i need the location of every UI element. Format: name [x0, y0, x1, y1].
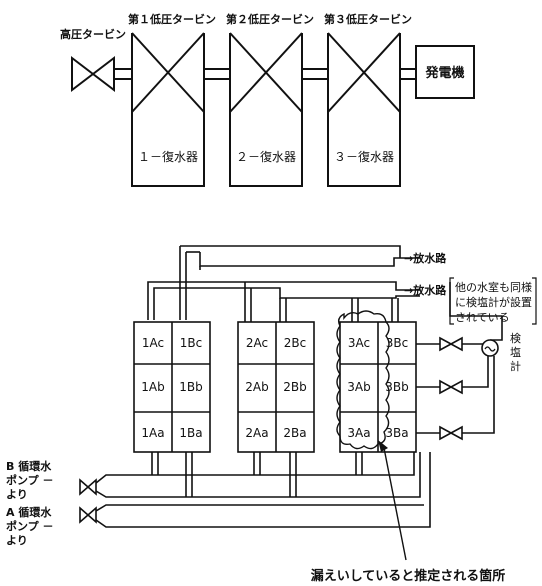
- lp2-turbine-symbol: [229, 32, 303, 113]
- lp1-turbine-symbol: [131, 32, 205, 113]
- pump-inlet-valves: [79, 478, 97, 524]
- condenser-3-label: ３－復水器: [334, 149, 394, 164]
- salinometer-label-2: 塩: [510, 345, 521, 359]
- cell-label: 1Ba: [179, 426, 202, 440]
- pipe: [95, 504, 424, 512]
- hp-turbine-label: 高圧タービン: [60, 27, 126, 41]
- cell-label: 1Aa: [141, 426, 164, 440]
- cell-label: 3Aa: [347, 426, 370, 440]
- water-box-cell-labels: 1Ac 1Bc 1Ab 1Bb 1Aa 1Ba 2Ac 2Bc 2Ab 2Bb …: [141, 336, 408, 440]
- cell-label: 3Bb: [385, 380, 408, 394]
- a-pump-label-3: より: [6, 534, 28, 547]
- condenser-2-box: [229, 112, 303, 187]
- condenser-1-box: [131, 112, 205, 187]
- cell-label: 3Ba: [385, 426, 408, 440]
- lp2-turbine-label: 第２低圧タービン: [226, 12, 314, 26]
- cell-label: 3Ab: [347, 380, 370, 394]
- sampling-valves: [439, 336, 463, 441]
- note-line-3: されている: [455, 311, 510, 324]
- a-pump-label-1: A 循環水: [6, 505, 52, 519]
- salinometer-label-1: 検: [510, 331, 521, 345]
- leak-area-outline: [336, 310, 390, 450]
- valve-icon: [79, 478, 97, 496]
- cell-label: 1Bb: [179, 380, 202, 394]
- note-line-1: 他の水室も同様: [455, 280, 532, 294]
- salinometer-label-3: 計: [510, 359, 521, 373]
- condenser-1-label: １－復水器: [138, 149, 198, 164]
- valve-icon: [79, 506, 97, 524]
- shaft-coupling: [113, 68, 133, 80]
- turbine-train: [71, 32, 475, 187]
- condenser-2-label: ２－復水器: [236, 149, 296, 164]
- cell-label: 3Ac: [348, 336, 370, 350]
- pipe: [95, 452, 415, 484]
- discharge-outlet-upper: →放水路: [404, 251, 447, 265]
- cell-label: 1Ab: [141, 380, 164, 394]
- water-box-groups: [133, 321, 417, 453]
- leak-pointer-arrowhead: [378, 440, 388, 452]
- pipe: [199, 252, 420, 267]
- salinometer-icon: [481, 339, 499, 357]
- a-pump-label-2: ポンプ －: [6, 519, 54, 533]
- condenser-3-box: [327, 112, 401, 187]
- cell-label: 2Bb: [283, 380, 306, 394]
- discharge-outlet-lower: →放水路: [404, 283, 447, 297]
- lp3-turbine-symbol: [327, 32, 401, 113]
- cell-label: 2Ba: [283, 426, 306, 440]
- shaft-coupling: [301, 68, 329, 80]
- valve-icon: [439, 336, 463, 352]
- pipe: [95, 452, 431, 528]
- lp1-turbine-label: 第１低圧タービン: [128, 12, 216, 26]
- pipe: [147, 281, 420, 320]
- leak-pointer-line: [383, 447, 407, 561]
- pipe: [153, 287, 420, 320]
- cell-label: 1Bc: [180, 336, 202, 350]
- generator-label: 発電機: [424, 65, 464, 81]
- b-pump-label-1: B 循環水: [6, 459, 52, 473]
- cell-label: 2Ac: [246, 336, 268, 350]
- leak-caption: 漏えいしていると推定される箇所: [311, 568, 506, 584]
- cell-label: 3Bc: [386, 336, 408, 350]
- b-pump-label-2: ポンプ －: [6, 473, 54, 487]
- note-box: 他の水室も同様 に検塩計が設置 されている: [449, 277, 537, 325]
- valve-icon: [439, 379, 463, 395]
- pipe: [95, 452, 421, 498]
- shaft-coupling: [203, 68, 231, 80]
- generator-box: [415, 45, 475, 99]
- note-line-2: に検塩計が設置: [455, 295, 532, 309]
- cell-label: 1Ac: [142, 336, 164, 350]
- pipe: [180, 245, 401, 258]
- lp3-turbine-label: 第３低圧タービン: [324, 12, 412, 26]
- cooling-water-piping: [95, 245, 431, 528]
- cell-label: 2Ab: [245, 380, 268, 394]
- cell-label: 2Aa: [245, 426, 268, 440]
- b-pump-label-3: より: [6, 488, 28, 501]
- hp-turbine-symbol: [71, 55, 115, 93]
- shaft-coupling: [399, 68, 417, 80]
- valve-icon: [439, 425, 463, 441]
- cell-label: 2Bc: [284, 336, 306, 350]
